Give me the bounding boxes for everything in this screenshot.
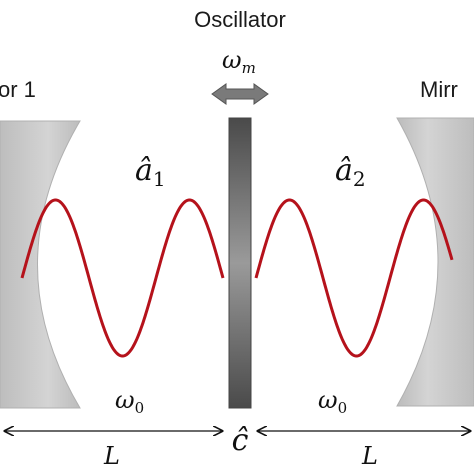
cavity-mode-2-wave — [254, 198, 454, 358]
length-label-right: L — [361, 442, 378, 470]
left-mirror — [0, 120, 81, 409]
right-mirror — [396, 117, 474, 407]
mode-a1-label: â1 — [135, 153, 166, 191]
omega0-left-label: ω0 — [115, 386, 144, 417]
cavity-mode-1-wave — [20, 198, 225, 358]
oscillator-label: Oscillator — [194, 7, 286, 32]
length-label-left: L — [103, 442, 120, 470]
oscillation-arrow-icon — [211, 83, 269, 105]
omega-m-label: ωm — [222, 46, 256, 77]
mode-c-label: ĉ — [232, 423, 249, 458]
oscillator-membrane — [228, 117, 252, 409]
omega0-right-label: ω0 — [318, 386, 347, 417]
mirror-right-label: Mirr — [420, 77, 458, 102]
mode-a2-label: â2 — [335, 153, 366, 191]
mirror-left-label: or 1 — [0, 77, 36, 102]
